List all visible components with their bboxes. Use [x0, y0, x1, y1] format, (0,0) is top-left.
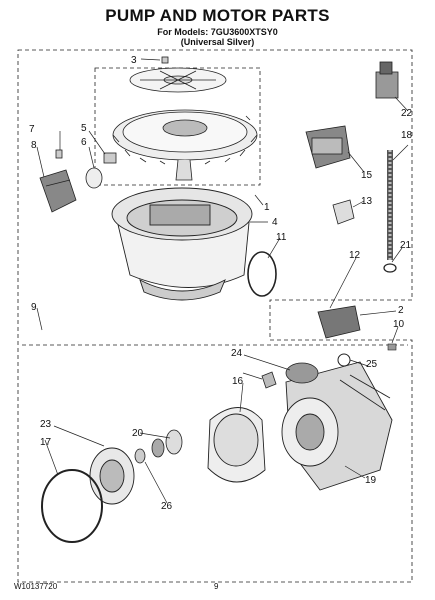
seal-part [151, 429, 183, 458]
cover-part [317, 305, 361, 339]
callout-3: 3 [131, 55, 137, 66]
sensor-part [39, 169, 77, 213]
callout-18: 19 [365, 475, 377, 486]
page-number: 9 [214, 582, 219, 591]
pump-motor-part [281, 361, 393, 491]
callout-22: 21 [400, 240, 412, 251]
pump-cover-part [89, 447, 135, 505]
doc-number: W10137720 [14, 582, 58, 591]
sump-assembly-outline [94, 67, 261, 186]
callout-25: 25 [366, 359, 378, 370]
filter-disc-part [129, 67, 227, 93]
pump-housing-part [207, 407, 266, 483]
callout-16: 16 [232, 376, 244, 387]
callout-11: 11 [276, 232, 287, 243]
callout-1: 1 [264, 202, 270, 213]
check-valve-part [85, 152, 117, 189]
callout-4: 4 [272, 217, 278, 228]
callout-17: 18 [401, 130, 413, 141]
screw-part [161, 56, 169, 64]
callout-19: 17 [40, 437, 52, 448]
models-line: For Models: 7GU3600XTSY0 [157, 27, 278, 37]
callout-23: 22 [401, 108, 413, 119]
callout-2: 2 [398, 305, 404, 316]
nut-part [261, 371, 277, 389]
variant-line: (Universal Silver) [180, 37, 255, 47]
thermostat-part [285, 362, 319, 384]
callout-7: 7 [29, 124, 35, 135]
screw-part-10 [387, 343, 397, 351]
callout-26: 26 [161, 501, 173, 512]
o-ring-part-19 [41, 469, 103, 543]
callout-10: 10 [393, 319, 405, 330]
screw-small-part [55, 149, 63, 159]
callout-5: 5 [81, 123, 87, 134]
gasket-part [247, 251, 277, 297]
callout-6: 6 [81, 137, 87, 148]
callout-13: 13 [361, 196, 373, 207]
outer-assembly-outline [17, 49, 413, 583]
callout-8: 8 [31, 140, 37, 151]
page-title: PUMP AND MOTOR PARTS [105, 6, 330, 25]
callout-21: 20 [132, 428, 144, 439]
chopper-gear-part [112, 109, 258, 181]
hose-clamp-part [383, 263, 397, 273]
callout-12: 12 [349, 250, 361, 261]
callout-24: 24 [231, 348, 243, 359]
leader-lines [36, 58, 409, 504]
callout-20: 23 [40, 419, 52, 430]
impeller-part [134, 448, 146, 464]
fill-valve-part [375, 61, 399, 99]
callout-15: 15 [361, 170, 373, 181]
clip-part [332, 199, 355, 225]
callout-9: 9 [31, 302, 37, 313]
sump-housing-part [111, 187, 253, 301]
diverter-motor-part [305, 125, 351, 169]
